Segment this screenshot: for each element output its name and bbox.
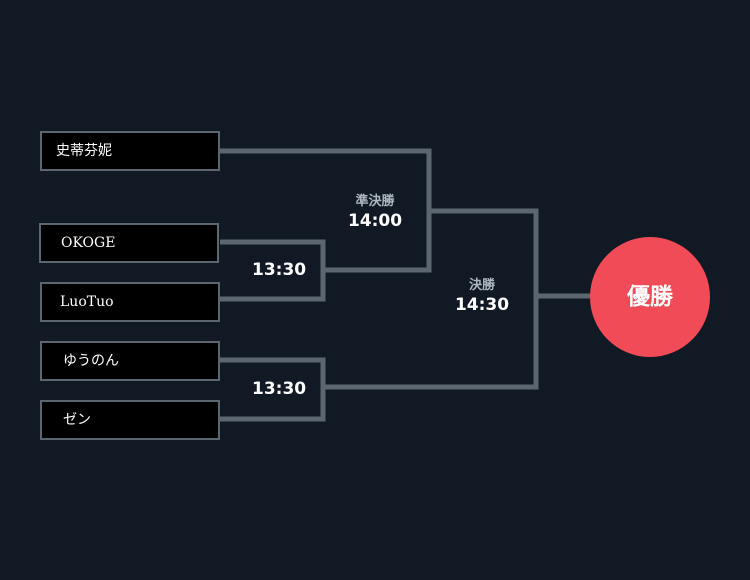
player-okoge: OKOGE bbox=[39, 223, 219, 263]
semifinal-time: 14:00 bbox=[347, 211, 403, 231]
connector-luotuo bbox=[220, 270, 326, 302]
connector-zen bbox=[220, 389, 326, 422]
connector-upper-winner bbox=[323, 211, 432, 273]
final-time: 14:30 bbox=[454, 295, 510, 315]
connector-okoge bbox=[220, 239, 326, 270]
player-zen: ゼン bbox=[40, 400, 220, 440]
first-round-upper-time: 13:30 bbox=[252, 260, 307, 280]
connector-lower-winner bbox=[323, 296, 539, 390]
player-stephanie: 史蒂芬妮 bbox=[40, 131, 220, 171]
connector-yuunon bbox=[220, 357, 326, 389]
semifinal-name: 準決勝 bbox=[355, 194, 395, 209]
champion-circle: 優勝 bbox=[590, 237, 710, 357]
first-round-lower-time: 13:30 bbox=[252, 379, 307, 399]
semifinal-label: 準決勝 14:00 bbox=[335, 193, 415, 232]
connector-semifinal-winner bbox=[429, 208, 539, 296]
connector-stephanie bbox=[220, 148, 432, 211]
final-name: 決勝 bbox=[468, 278, 495, 293]
player-yuunon: ゆうのん bbox=[40, 341, 220, 381]
final-label: 決勝 14:30 bbox=[442, 277, 522, 316]
player-luotuo: LuoTuo bbox=[40, 282, 220, 322]
